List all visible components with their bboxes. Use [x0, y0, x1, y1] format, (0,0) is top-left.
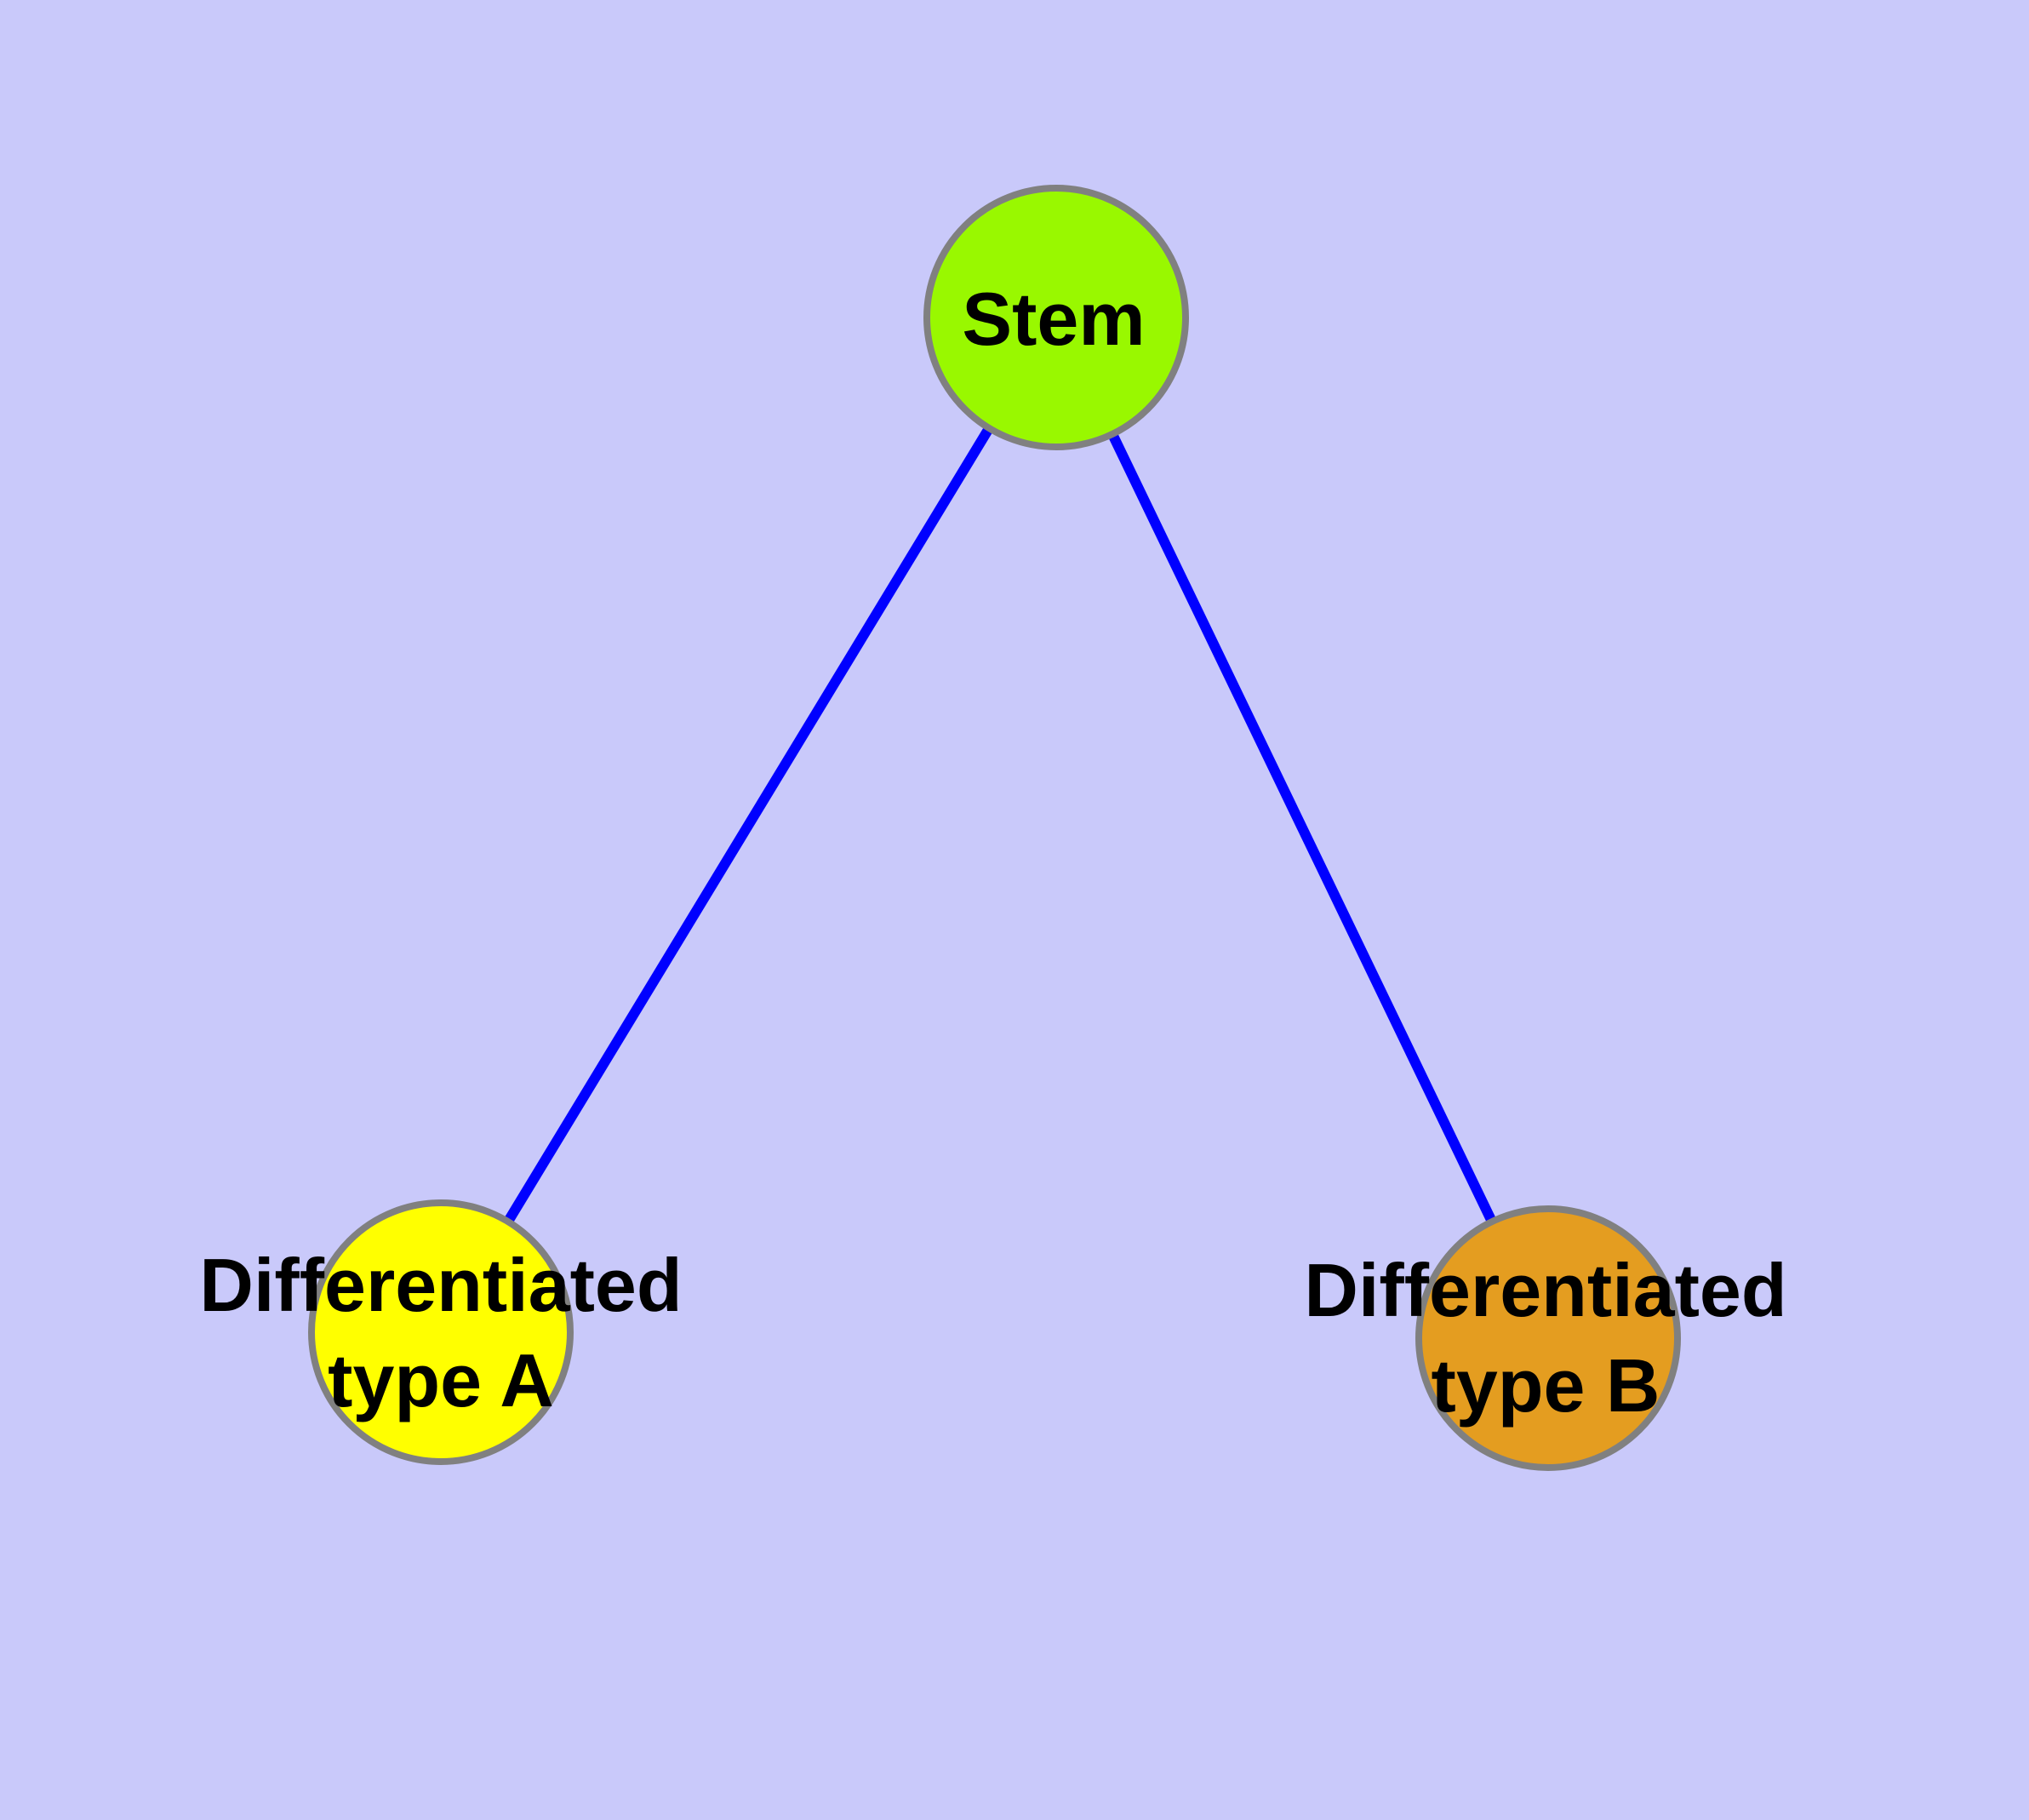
node-stem-circle	[923, 185, 1189, 450]
edges-layer	[436, 314, 1553, 1341]
nodes-layer	[308, 185, 1681, 1471]
edge-stem-to-type-a	[436, 314, 1061, 1336]
node-type-a-circle	[308, 1199, 574, 1465]
node-type-b-label-line1: Differentiated	[1304, 1248, 1787, 1332]
node-type-b-circle	[1415, 1205, 1681, 1471]
node-type-b-label-line2: type B	[1431, 1343, 1660, 1428]
node-type-a-label-line2: type A	[328, 1338, 554, 1422]
edge-stem-to-type-b	[1051, 315, 1553, 1341]
node-type-a-label: Differentiated type A	[199, 1238, 682, 1428]
node-type-a-label-line1: Differentiated	[199, 1243, 683, 1327]
node-stem-label: Stem	[962, 277, 1146, 361]
node-type-b-label: Differentiated type B	[1304, 1243, 1786, 1434]
